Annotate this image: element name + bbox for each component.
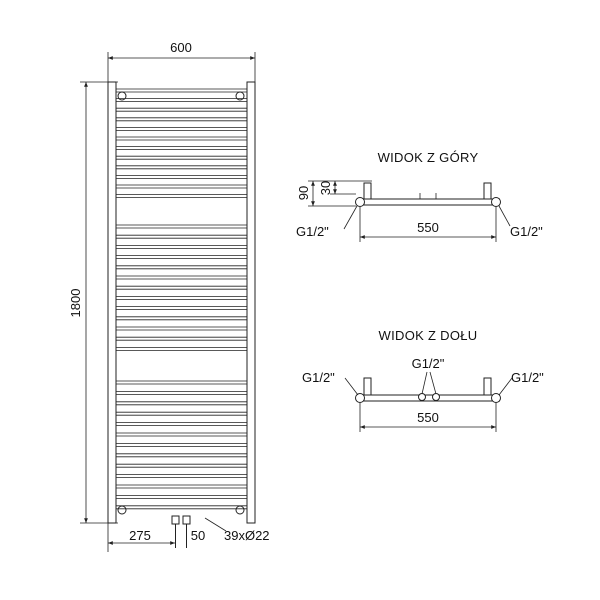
bottom-center-connection-right (432, 393, 440, 401)
bottom-spacing-label: 550 (417, 410, 439, 425)
bottom-center-leader-right (429, 371, 437, 395)
top-pipe-left (355, 197, 365, 207)
bottom-view-title: WIDOK Z DOŁU (379, 328, 478, 343)
top-right-leader (498, 205, 511, 227)
rails-label: 39xØ22 (224, 528, 270, 543)
bottom-pipe-left (355, 393, 365, 403)
bottom-left-thread-label: G1/2" (302, 370, 335, 385)
depth-label: 90 (296, 186, 311, 200)
bottom-center-connection-left (418, 393, 426, 401)
bottom-view: WIDOK Z DOŁU 550 G1/2" G1/2" G1/2" (302, 328, 544, 432)
bracket-bottom-right (235, 505, 245, 515)
bottom-pipe-right (491, 393, 501, 403)
left-collector (107, 81, 117, 524)
inner-depth-label: 30 (318, 181, 333, 195)
top-left-thread-label: G1/2" (296, 224, 329, 239)
bracket-bottom-left (117, 505, 127, 515)
valve-icon (182, 515, 191, 548)
bottom-right-thread-label: G1/2" (511, 370, 544, 385)
top-view-title: WIDOK Z GÓRY (378, 150, 479, 165)
rails-group (116, 88, 247, 510)
bottom-center-leader-left (421, 371, 428, 395)
width-label: 600 (170, 40, 192, 55)
top-right-thread-label: G1/2" (510, 224, 543, 239)
top-left-leader (343, 205, 358, 230)
top-view: WIDOK Z GÓRY 90 30 550 G1/2" G1/2" (296, 150, 543, 242)
bottom-right-leader (498, 377, 513, 396)
pipe-offset-label: 275 (129, 528, 151, 543)
right-collector (246, 81, 256, 524)
bottom-center-thread-label: G1/2" (412, 356, 445, 371)
front-view: 600 1800 275 50 39xØ22 (68, 40, 270, 552)
bottom-post-left (363, 377, 372, 396)
top-post-left (363, 182, 372, 200)
rails-leader (204, 517, 227, 532)
top-pipe-right (491, 197, 501, 207)
height-label: 1800 (68, 289, 83, 318)
valve-icon (171, 515, 180, 548)
top-spacing-label: 550 (417, 220, 439, 235)
bottom-left-leader (344, 377, 359, 396)
top-post-right (483, 182, 492, 200)
bottom-post-right (483, 377, 492, 396)
pipe-spacing-label: 50 (191, 528, 205, 543)
